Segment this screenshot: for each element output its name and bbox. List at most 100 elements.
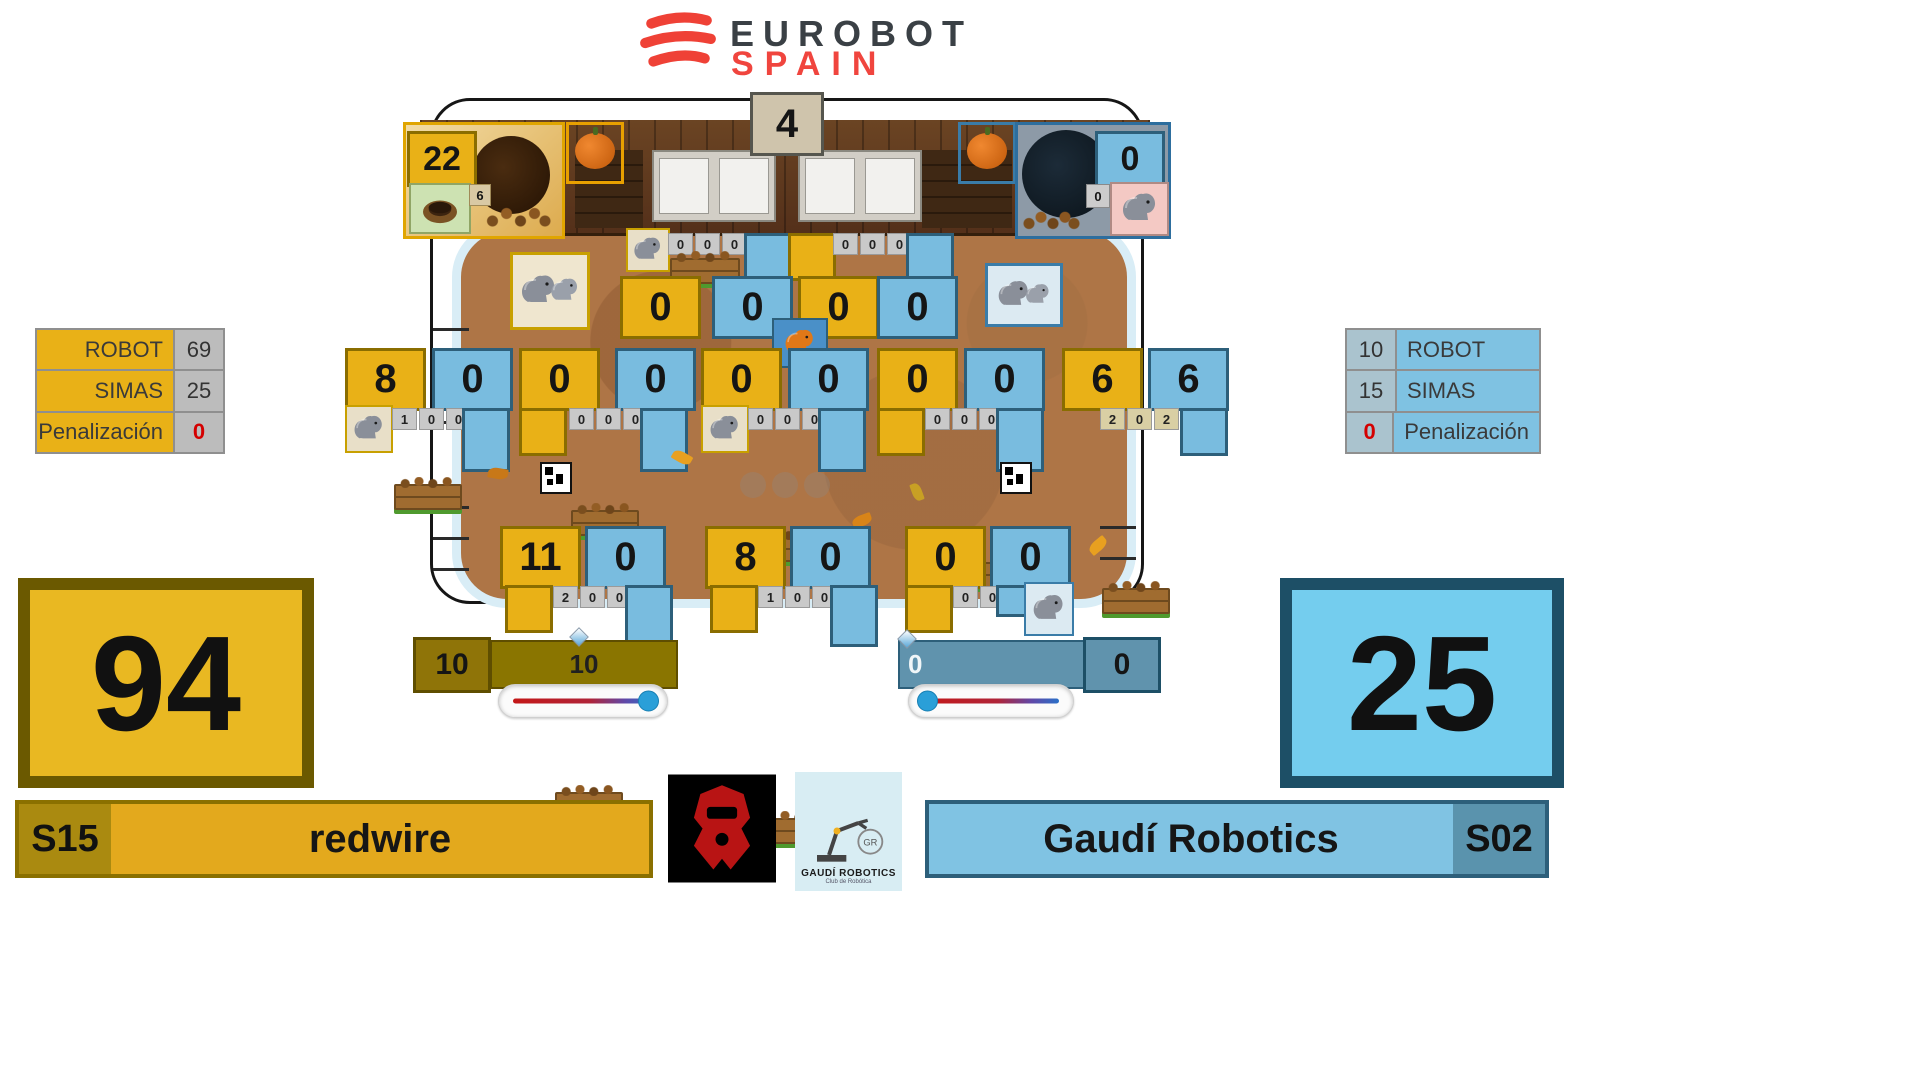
qr-marker-icon <box>1000 462 1032 494</box>
mini-score: 0 <box>775 408 800 430</box>
robot-arm-icon: GR <box>816 818 883 862</box>
gaudi-team-logo: GR GAUDÍ ROBOTICS Club de Robótica <box>795 772 902 891</box>
yellow-thermometer-slider[interactable] <box>498 684 668 718</box>
mini-score: 0 <box>833 233 858 255</box>
eurobot-logo-icon <box>637 10 719 74</box>
mini-score: 0 <box>925 408 950 430</box>
stat-value: 15 <box>1347 371 1397 411</box>
field-score-box: 0 <box>877 276 958 339</box>
squirrel-icon <box>1024 582 1074 636</box>
yellow-slot <box>710 585 758 633</box>
gaudi-monogram: GR <box>863 838 877 848</box>
mini-score-group: 2 0 2 <box>1100 408 1179 430</box>
field-score-box: 6 <box>1062 348 1143 411</box>
stat-value: 10 <box>1347 330 1397 370</box>
yellow-team-name: redwire <box>308 816 452 861</box>
mini-score-group: 0 0 0 <box>569 408 648 430</box>
mini-score: 0 <box>748 408 773 430</box>
penalty-value: 0 <box>173 412 223 452</box>
blue-corner-score: 0 <box>1095 131 1165 187</box>
squirrel-icon <box>701 405 749 453</box>
mini-score: 2 <box>553 586 578 608</box>
structure-door <box>865 157 915 215</box>
squirrel-pair-sticker-yellow <box>510 252 590 330</box>
field-score-box: 0 <box>432 348 513 411</box>
mini-score: 1 <box>758 586 783 608</box>
field-score-box: 0 <box>615 348 696 411</box>
mini-score: 0 <box>952 408 977 430</box>
pumpkin-zone-blue <box>958 122 1016 184</box>
table-row: 15 SIMAS <box>1347 371 1539 413</box>
table-row: ROBOT 69 <box>37 330 223 372</box>
pumpkin-zone-yellow <box>566 122 624 184</box>
mini-score: 0 <box>860 233 885 255</box>
field-score-box: 0 <box>964 348 1045 411</box>
faded-logo-icon <box>804 472 830 498</box>
gaudi-logo-title: GAUDÍ ROBOTICS <box>801 868 896 879</box>
field-score-box: 0 <box>620 276 701 339</box>
structure-door <box>659 157 709 215</box>
yellow-slot <box>877 408 925 456</box>
field-score-box: 6 <box>1148 348 1229 411</box>
blue-team-code: S02 <box>1453 804 1545 874</box>
table-row: Penalización 0 <box>37 412 223 452</box>
mini-score: 2 <box>1100 408 1125 430</box>
stat-label: Penalización <box>37 412 173 452</box>
slider-knob[interactable] <box>917 690 938 712</box>
yellow-slot <box>788 233 836 281</box>
slider-track <box>923 698 1059 704</box>
penalty-value: 0 <box>1347 412 1395 452</box>
mini-score-group: 0 0 0 <box>748 408 827 430</box>
redwire-team-logo <box>668 772 776 885</box>
yellow-slot <box>519 408 567 456</box>
stat-label: ROBOT <box>1397 330 1539 370</box>
mini-score-group: 0 0 0 <box>833 233 912 255</box>
mini-score-group: 1 0 0 <box>392 408 471 430</box>
acorn-pile-icon <box>1020 206 1080 231</box>
slider-knob[interactable] <box>638 690 659 712</box>
eurobot-logo-subtext: SPAIN <box>731 45 888 83</box>
table-row: 0 Penalización <box>1347 412 1539 452</box>
mini-score: 2 <box>1154 408 1179 430</box>
yellow-slot <box>505 585 553 633</box>
mini-score-group: 2 0 0 <box>553 586 632 608</box>
mini-score-group: 1 0 0 <box>758 586 837 608</box>
blue-meter-bar: 0 <box>898 640 1094 689</box>
yellow-corner-score: 22 <box>407 131 477 187</box>
mini-score: 0 <box>953 586 978 608</box>
field-score-box: 8 <box>705 526 786 589</box>
yellow-team-code: S15 <box>19 804 111 874</box>
acorn-pile-icon <box>482 200 552 230</box>
mini-score: 0 <box>580 586 605 608</box>
stat-label: ROBOT <box>37 330 173 370</box>
mini-score: 0 <box>1127 408 1152 430</box>
field-score-box: 0 <box>519 348 600 411</box>
top-center-score: 4 <box>750 92 824 156</box>
yellow-team-stats-table: ROBOT 69 SIMAS 25 Penalización 0 <box>35 328 225 454</box>
table-row: 10 ROBOT <box>1347 330 1539 372</box>
mini-score-group: 0 0 0 <box>925 408 1004 430</box>
mini-score: 1 <box>392 408 417 430</box>
yellow-slot <box>905 585 953 633</box>
blue-total-score: 25 <box>1280 578 1564 788</box>
field-score-box: 0 <box>790 526 871 589</box>
faded-logo-icon <box>740 472 766 498</box>
field-structure-left <box>652 150 776 222</box>
blue-nest-count-badge: 0 <box>1086 184 1110 208</box>
blue-slot <box>818 408 866 472</box>
field-score-box: 0 <box>905 526 986 589</box>
slider-track <box>513 698 653 704</box>
stat-value: 69 <box>173 330 223 370</box>
field-score-box: 0 <box>788 348 869 411</box>
blue-team-stats-table: 10 ROBOT 15 SIMAS 0 Penalización <box>1345 328 1541 454</box>
blue-team-name: Gaudí Robotics <box>1043 816 1339 861</box>
structure-door <box>719 157 769 215</box>
qr-marker-icon <box>540 462 572 494</box>
stat-label: Penalización <box>1394 412 1539 452</box>
blue-team-bar: Gaudí Robotics S02 <box>925 800 1549 878</box>
squirrel-icon <box>345 405 393 453</box>
blue-thermometer-slider[interactable] <box>908 684 1074 718</box>
field-structure-right <box>798 150 922 222</box>
acorn-crate-icon <box>670 251 740 284</box>
